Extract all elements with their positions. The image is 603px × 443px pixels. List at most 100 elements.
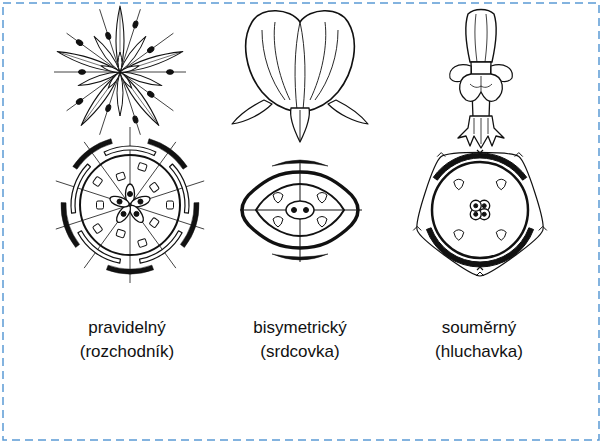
stamen-filament [54,72,120,73]
sepal [328,100,368,124]
anther [105,32,112,40]
ovule [474,212,478,216]
sepal-arc [272,160,328,166]
lower-lip-line [470,76,492,92]
anther [132,20,139,28]
sepal-arc [180,203,199,248]
lamium-flower [450,10,513,149]
sepal-arc [106,265,153,274]
carpel [118,71,133,90]
outer-petals [246,11,355,112]
petal [119,48,184,76]
petal [117,70,162,128]
upper-lip-line [475,14,487,62]
stamen [454,230,464,241]
whorl-circle [80,155,180,255]
stamen [116,229,126,238]
inner-petal-line [300,110,301,140]
lamium-floral-diagram [413,150,547,276]
carpel [100,64,120,74]
sedum-floral-diagram [56,127,204,283]
stamen [92,223,102,234]
petal [116,6,124,72]
carpel [118,52,122,72]
petal [78,70,123,128]
ovule [117,199,122,204]
ovule [121,211,126,216]
symmetry-type: pravidelný [88,318,166,338]
ovule [134,211,139,216]
stamen [317,193,327,204]
anther [79,70,86,75]
stamen [92,176,102,187]
carpel [119,64,139,74]
petal-fold [262,22,338,110]
anther [147,46,155,54]
stamen [97,201,104,209]
stamen [149,217,159,228]
bract-mark [477,264,483,270]
stamen [137,238,147,247]
petal [56,48,121,76]
ovule [482,212,486,216]
nutlet [470,200,481,211]
stamen [496,230,506,241]
stamen [116,172,126,181]
anther [105,104,112,112]
outer-petals [242,172,358,248]
species-name: (rozchodník) [80,342,174,362]
stamen [317,217,327,228]
ovule [292,208,297,213]
dashed-frame [3,3,599,440]
sepal-arc [61,203,80,248]
calyx [458,116,504,148]
stamen [167,201,174,209]
calyx-outline [417,152,543,276]
calyx-tooth [437,153,445,157]
ovary [286,201,314,219]
anther [75,97,83,105]
stamen [273,217,283,228]
axis-mark [477,150,483,156]
stamen [149,182,159,193]
species-name: (hluchavka) [435,342,523,362]
sepal-arc [272,254,328,260]
calyx-tooth [515,153,523,157]
anther [167,70,174,75]
carpel [109,194,131,209]
symmetry-type: souměrný [442,318,517,338]
stamen [496,179,506,190]
petal-arc [78,231,121,263]
calyx-tooth [539,226,547,230]
calyx-tooth [476,272,484,276]
lower-lip-arc [426,228,533,267]
symmetry-type: bisymetrický [253,318,347,338]
dicentra-flower [232,11,368,142]
symmetry-line [56,181,130,205]
stamen [454,179,464,190]
anther [75,39,83,47]
upper-lip [466,10,496,63]
carpel [107,71,122,90]
anther [147,90,155,98]
dicentra-floral-diagram [240,160,362,262]
calyx-line [474,118,488,144]
species-name: (srdcovka) [260,342,339,362]
calyx-tooth [413,226,421,230]
stamen [273,193,283,204]
inner-petals [256,184,344,236]
sepal [232,100,272,124]
ovule [474,204,478,208]
corolla-circle [432,162,528,258]
stamen-filament [120,72,186,73]
petal-arc [140,231,183,263]
anther [132,116,139,124]
stamen [137,162,147,171]
ovule [138,199,143,204]
inner-petal [291,108,310,142]
ovule [304,208,309,213]
sedum-flower [54,6,186,135]
ovule [482,204,486,208]
